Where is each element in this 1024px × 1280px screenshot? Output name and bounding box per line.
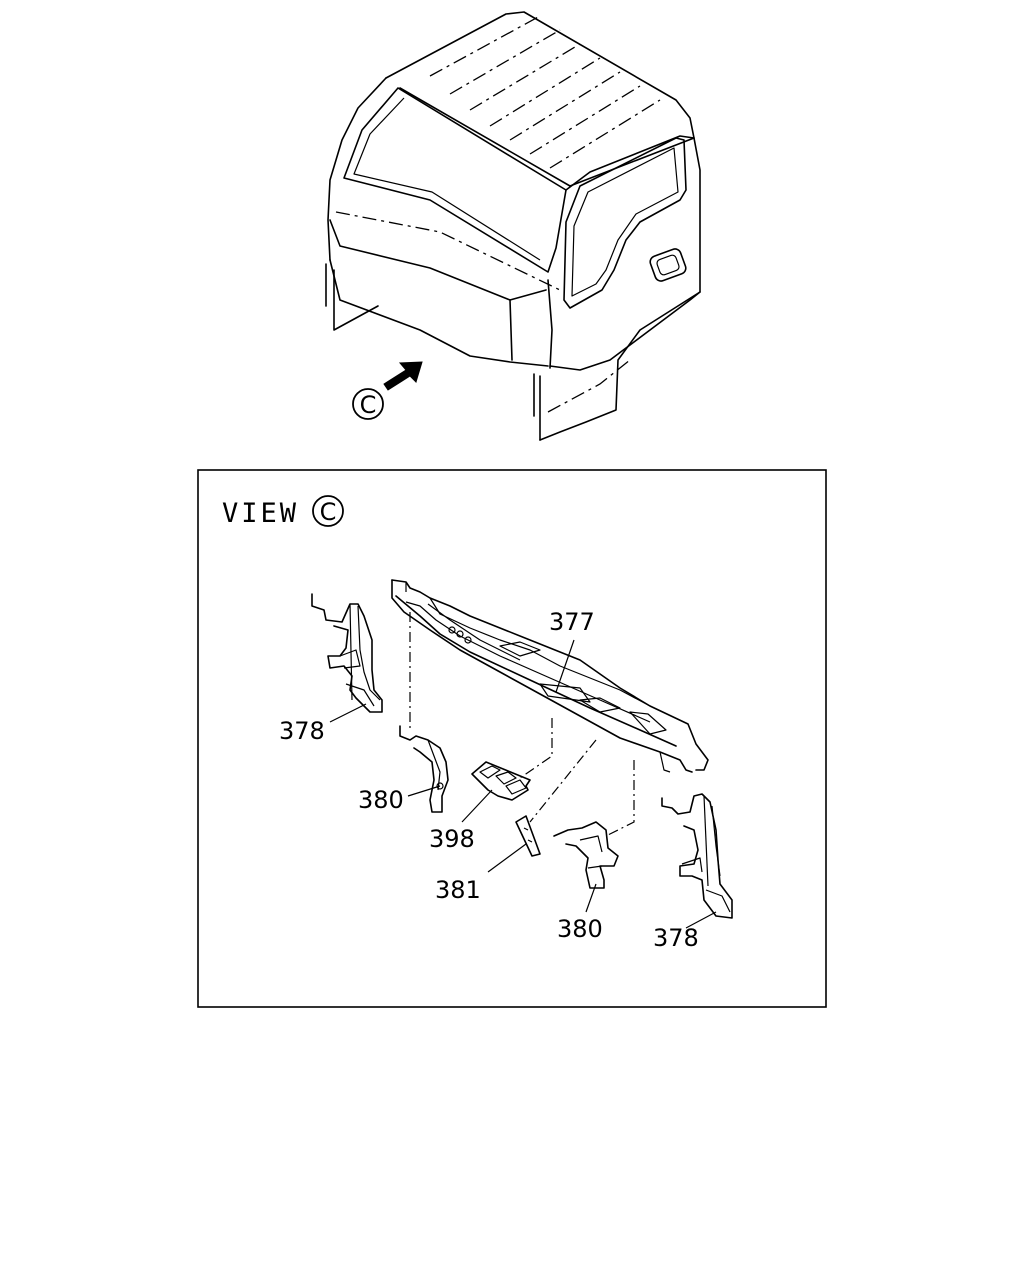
leader-lines (329, 703, 717, 929)
part-380-left-bracket (399, 725, 449, 813)
part-378-right-bracket (661, 793, 733, 919)
part-377-cross-member (391, 579, 709, 773)
part-381-plate (515, 815, 541, 857)
label-378-left: 378 (279, 717, 325, 745)
label-380-left: 380 (358, 786, 404, 814)
part-378-left-bracket (311, 593, 383, 713)
label-381: 381 (435, 876, 481, 904)
label-380-right: 380 (557, 915, 603, 943)
label-377: 377 (549, 608, 595, 636)
view-c-marker-letter: C (360, 391, 377, 419)
label-378-right: 378 (653, 924, 699, 952)
assembly-lines (409, 612, 635, 837)
view-c-frame (197, 469, 827, 1008)
view-title: VIEW (222, 498, 299, 529)
view-title-marker: C (320, 498, 337, 526)
part-398-plate (471, 761, 531, 801)
truck-cab-illustration (325, 11, 701, 441)
view-direction-arrow (383, 361, 423, 391)
part-380-right-bracket (553, 821, 619, 889)
part-labels: 377 378 380 398 381 380 378 (279, 608, 699, 952)
label-398: 398 (429, 825, 475, 853)
view-c-marker-top: C (352, 388, 384, 420)
view-c-heading: VIEW C (222, 495, 344, 529)
